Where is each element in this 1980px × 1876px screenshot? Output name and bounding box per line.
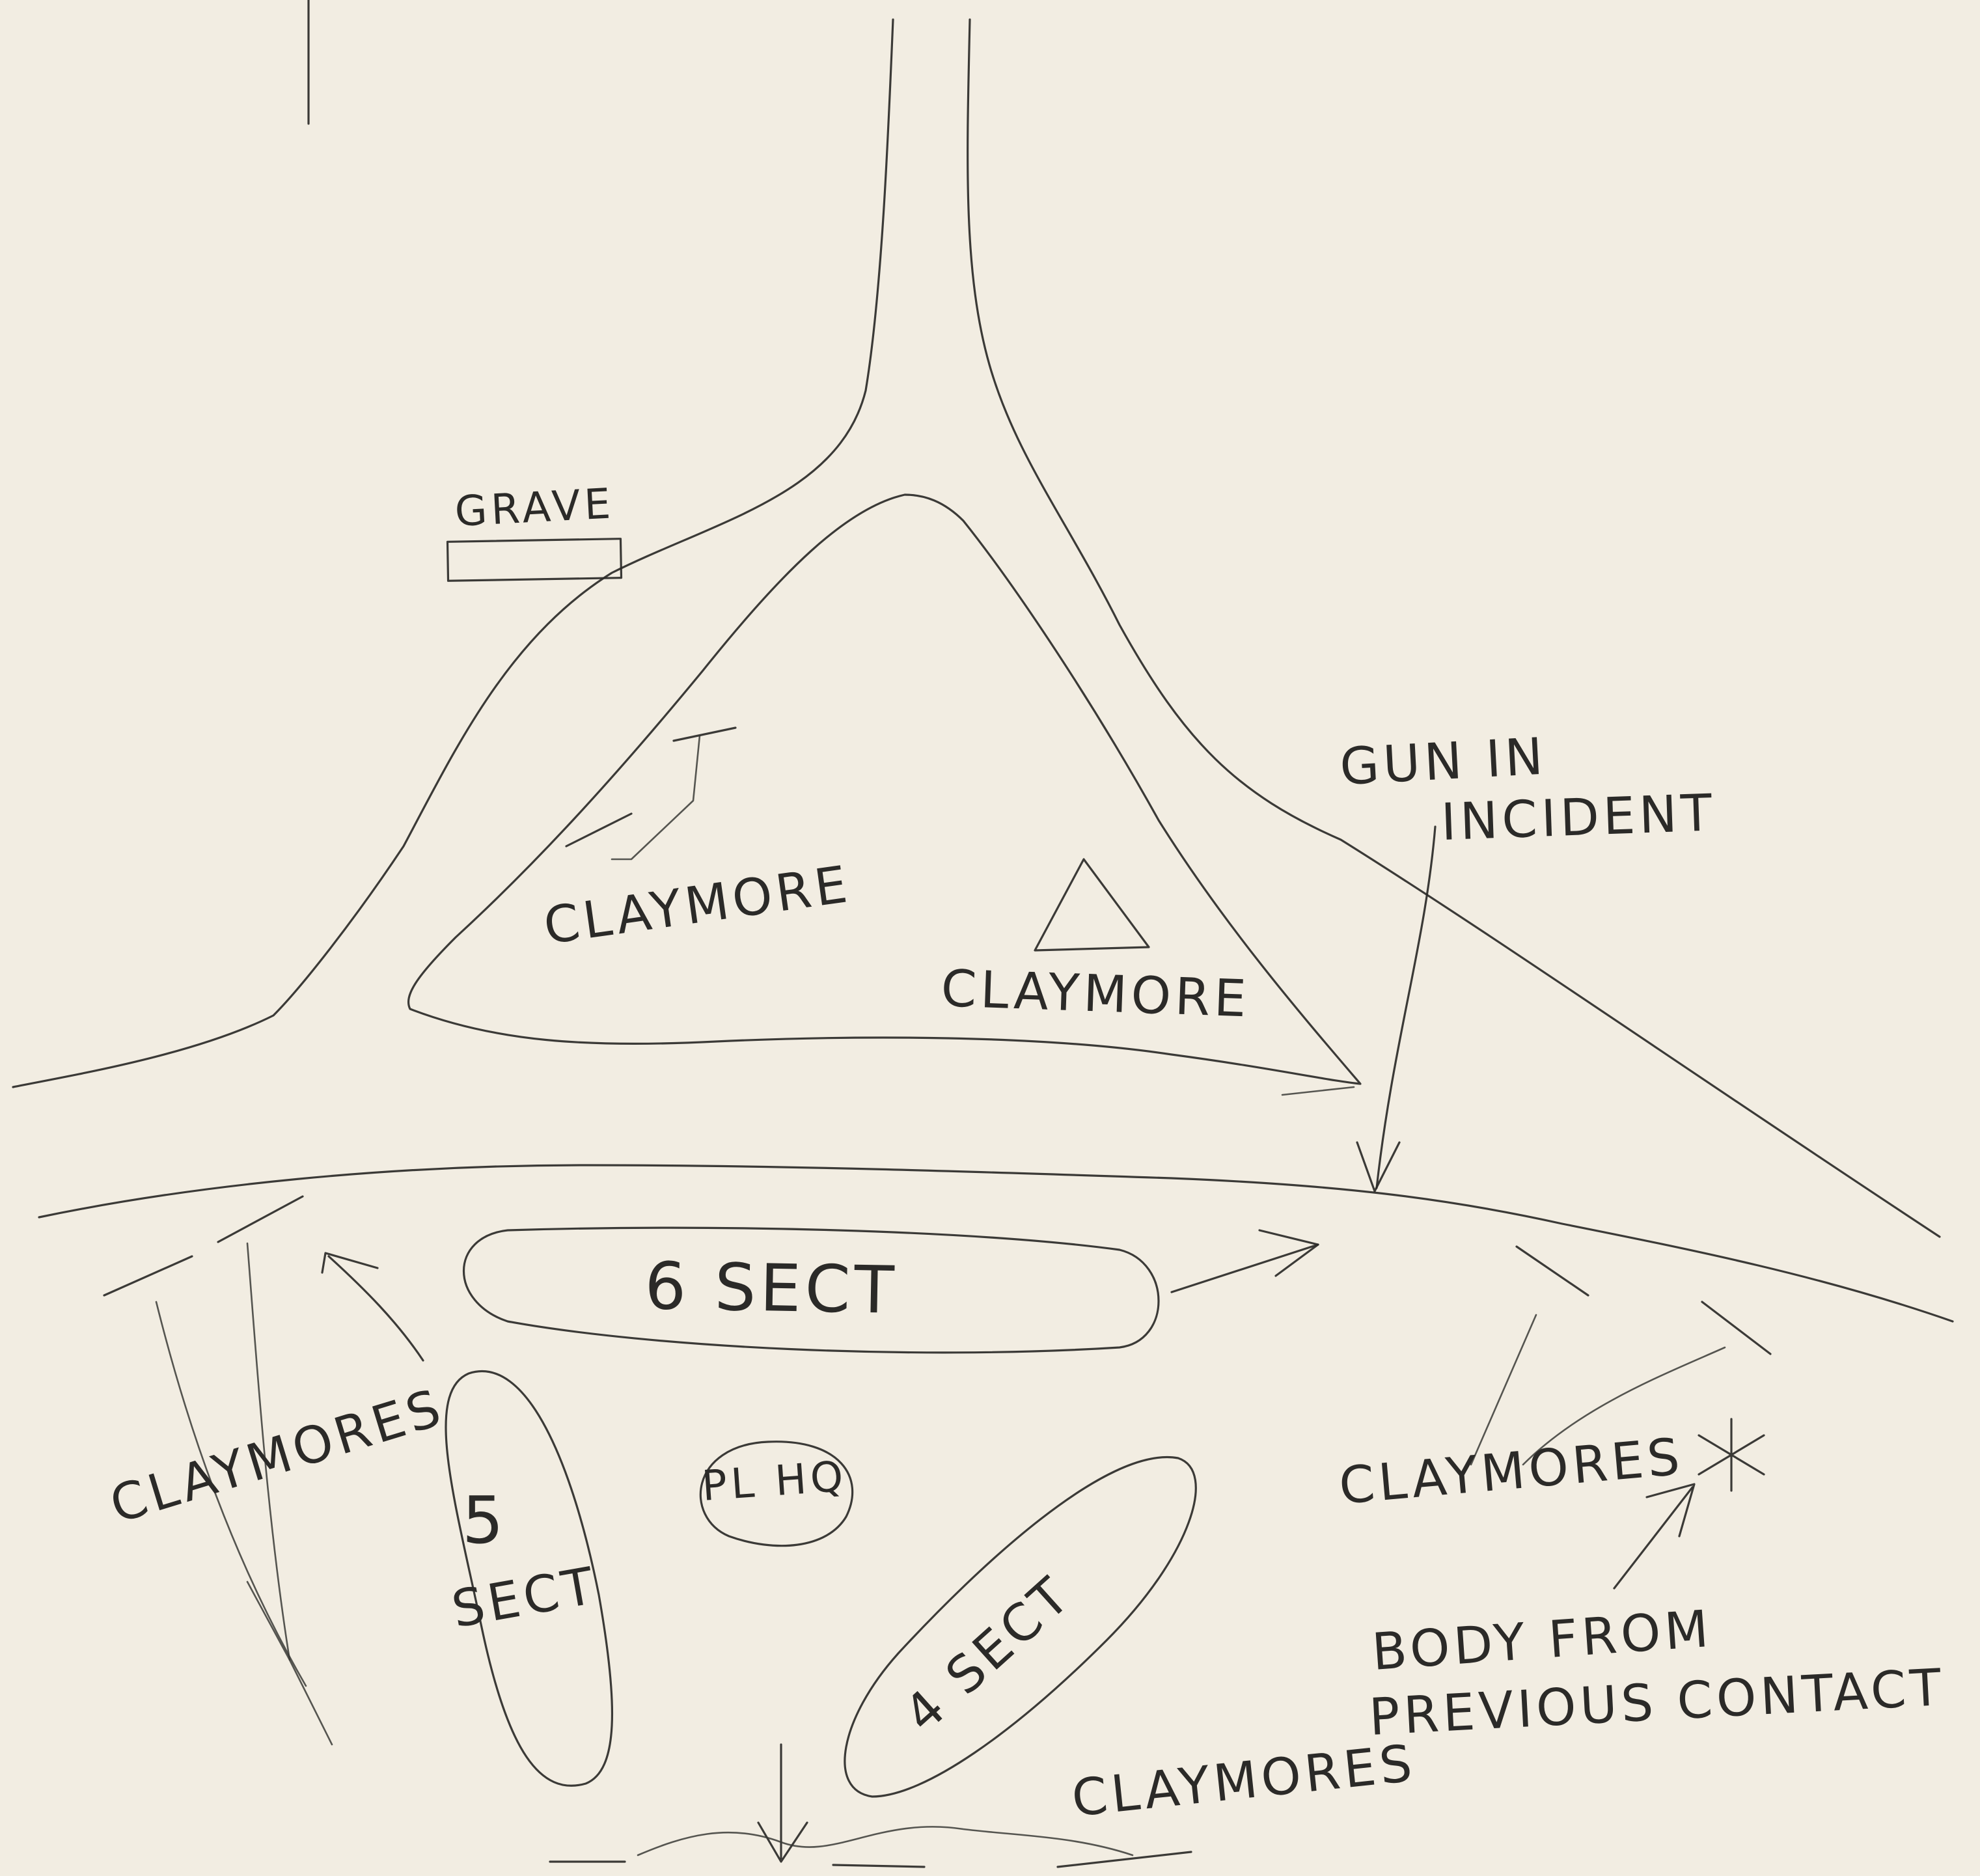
five-sect-label: SECT: [448, 1556, 602, 1640]
body-arrow-head: [1647, 1484, 1694, 1536]
incident-label: INCIDENT: [1440, 784, 1717, 852]
claymore-left-mark-upper: [674, 728, 736, 741]
claymore-left-label: CLAYMORE: [540, 855, 855, 956]
bottom-claymore-mark-3: [1058, 1852, 1191, 1867]
right-claymore-mark-1: [1517, 1247, 1588, 1295]
claymore-left-mark-lower: [566, 814, 631, 846]
five-label: 5: [462, 1482, 508, 1558]
claymores-bottom-label: CLAYMORES: [1069, 1734, 1419, 1828]
gun-in-label: GUN IN: [1338, 727, 1548, 797]
body-arrow-shaft: [1614, 1487, 1692, 1588]
grave-box: [447, 539, 621, 581]
left-claymore-mark-2: [218, 1196, 303, 1242]
left-claymore-mark-1: [104, 1256, 192, 1295]
claymore-right-triangle: [1035, 859, 1149, 950]
claymore-left-leader: [612, 736, 700, 859]
bottom-claymore-mark-2: [833, 1865, 924, 1867]
main-track-edge: [39, 1165, 1953, 1321]
claymore-right-label: CLAYMORE: [940, 959, 1251, 1029]
six-sect-arrow-shaft: [1172, 1245, 1318, 1292]
six-sect-label: 6 SECT: [644, 1248, 899, 1329]
claymores-left-label: CLAYMORES: [103, 1378, 450, 1535]
left-claymores-leader-3: [247, 1582, 332, 1745]
triangle-tail: [1282, 1087, 1354, 1095]
claymores-right-label: CLAYMORES: [1337, 1428, 1686, 1516]
right-claymore-mark-2: [1702, 1302, 1770, 1354]
body-from-label: BODY FROM: [1370, 1600, 1714, 1682]
north-track-east-edge: [968, 20, 1940, 1237]
body-star-icon: [1699, 1419, 1764, 1491]
bottom-track-curve: [638, 1827, 1133, 1855]
left-arrow-up-head: [322, 1253, 378, 1273]
four-sect-label: 4 SECT: [893, 1565, 1083, 1744]
left-arrow-up-shaft: [329, 1256, 423, 1360]
pl-hq-label: PL HQ: [700, 1453, 849, 1511]
grave-label: GRAVE: [454, 480, 616, 536]
north-track-west-edge: [13, 20, 893, 1087]
